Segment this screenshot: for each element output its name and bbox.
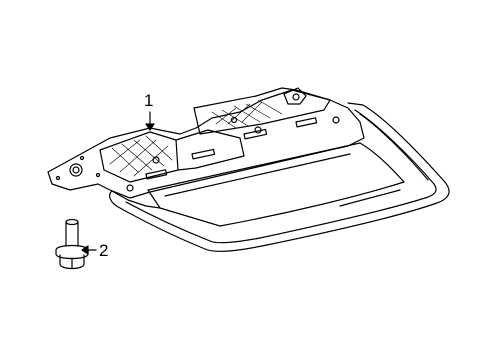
small-hole-c [55,175,61,181]
lens-window [147,142,405,227]
mount-hole-far-right [332,116,340,124]
callout-leaders [81,111,155,255]
slot-3 [295,117,318,128]
rear-ribbing [211,99,283,129]
mount-hole-left-inner [72,166,80,174]
center-bridge [175,129,245,171]
bolt-tip [65,218,79,226]
mount-hole-rear [230,116,238,124]
lens-window-inner [164,153,351,197]
bolt [55,218,89,270]
connector-nub [283,87,307,105]
rear-ribbed-block [193,87,331,135]
mount-hole-center [152,156,160,164]
small-hole-b [95,172,101,178]
mount-hole-front [126,184,134,192]
slot-2 [243,128,268,140]
bolt-flange [55,244,89,260]
mount-hole-right [254,126,262,134]
lens-inner-rim [125,109,437,244]
lamp-assembly [47,87,450,252]
connector-pin [292,93,300,101]
lens-outer-rim [109,102,450,252]
left-ribbing [109,135,173,177]
callout-label-1: 1 [144,91,154,110]
lens-edge-line [359,113,429,181]
slot-4 [145,169,168,180]
leader-1-arrow [145,123,155,131]
small-hole-a [79,155,85,161]
bolt-shank [65,221,79,247]
housing-top-plate [47,89,365,199]
front-lip [111,190,161,209]
slot-1 [191,148,216,160]
lens-highlight [339,189,401,207]
leader-2-arrow [81,245,89,255]
mount-hole-left [69,163,83,177]
callout-label-2: 2 [99,241,109,260]
